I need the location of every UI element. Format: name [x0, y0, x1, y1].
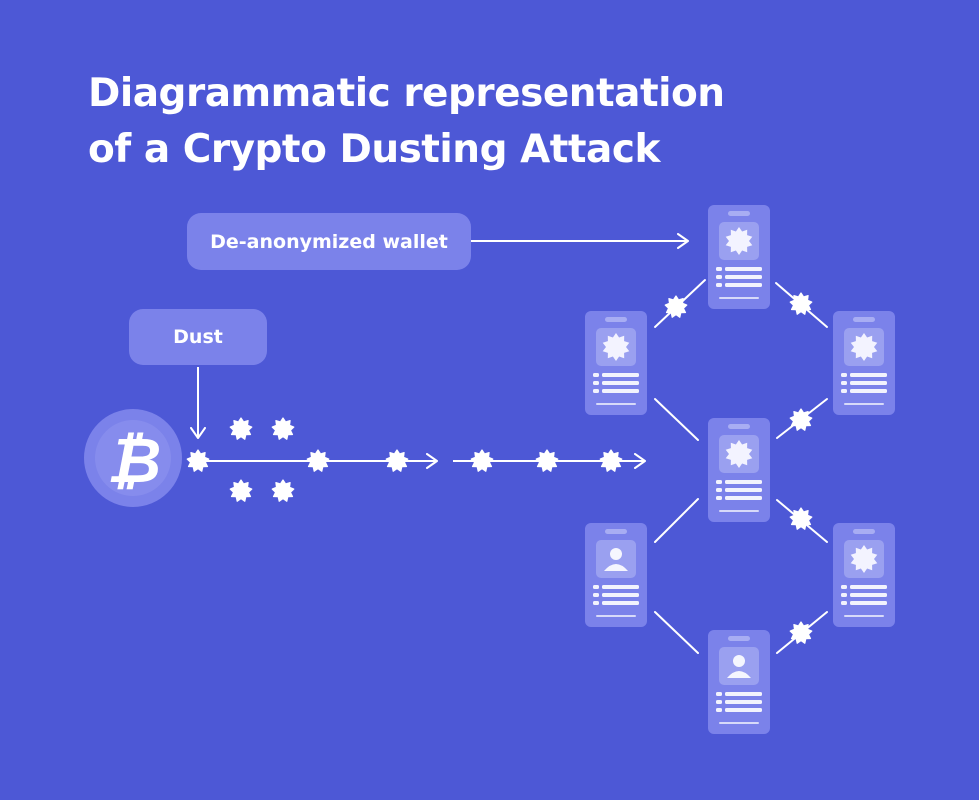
user-avatar-icon	[610, 548, 622, 560]
phone-list-line	[602, 585, 639, 589]
phone-list-bullet	[593, 381, 599, 385]
phone-list-bullet	[716, 480, 722, 484]
starburst-badge-icon	[850, 333, 878, 361]
wallet-phone-icon	[833, 523, 895, 627]
phone-speaker	[853, 317, 875, 322]
dust-particle-icon	[186, 449, 210, 472]
user-avatar-body	[604, 564, 628, 571]
phone-home-bar	[719, 722, 759, 724]
phone-list-bullet	[841, 373, 847, 377]
phone-list-line	[725, 496, 762, 500]
dust-particle-icon	[271, 479, 295, 502]
phone-speaker	[605, 317, 627, 322]
phone-list-bullet	[841, 381, 847, 385]
wallet-phone-icon	[833, 311, 895, 415]
phone-list-bullet	[593, 389, 599, 393]
phone-list-line	[602, 373, 639, 377]
starburst-badge-icon	[850, 545, 878, 573]
phone-list-line	[725, 275, 762, 279]
connector-line	[654, 398, 699, 441]
starburst-badge-icon	[725, 227, 753, 255]
phone-home-bar	[719, 297, 759, 299]
phone-list-bullet	[841, 389, 847, 393]
dust-label: Dust	[129, 309, 267, 365]
phone-speaker	[728, 424, 750, 429]
wallet-phone-icon	[708, 418, 770, 522]
phone-list-bullet	[716, 275, 722, 279]
wallet-phone-icon	[708, 630, 770, 734]
connector-line	[654, 498, 699, 543]
phone-list-line	[850, 373, 887, 377]
wallet-phone-icon	[585, 523, 647, 627]
phone-list-line	[850, 601, 887, 605]
phone-list-line	[725, 283, 762, 287]
phone-list-bullet	[716, 700, 722, 704]
phone-list-bullet	[716, 283, 722, 287]
page-title: Diagrammatic representation of a Crypto …	[88, 66, 848, 178]
user-avatar-icon	[733, 655, 745, 667]
phone-list-bullet	[716, 496, 722, 500]
dust-particle-icon	[535, 449, 559, 472]
connector-line	[654, 611, 699, 654]
phone-list-bullet	[841, 585, 847, 589]
phone-list-bullet	[716, 708, 722, 712]
user-avatar-body	[727, 671, 751, 678]
starburst-badge-icon	[725, 440, 753, 468]
phone-list-line	[850, 381, 887, 385]
phone-home-bar	[719, 510, 759, 512]
phone-list-bullet	[593, 585, 599, 589]
phone-list-line	[725, 700, 762, 704]
dust-particle-icon	[599, 449, 623, 472]
phone-list-bullet	[716, 488, 722, 492]
phone-list-bullet	[593, 601, 599, 605]
phone-list-bullet	[593, 373, 599, 377]
dust-particle-icon	[789, 408, 813, 431]
wallet-phone-icon	[708, 205, 770, 309]
title-line-1: Diagrammatic representation	[88, 71, 725, 116]
phone-home-bar	[596, 403, 636, 405]
phone-home-bar	[596, 615, 636, 617]
phone-list-line	[602, 389, 639, 393]
phone-list-line	[602, 381, 639, 385]
phone-list-line	[850, 585, 887, 589]
phone-list-line	[725, 480, 762, 484]
dust-particle-icon	[789, 507, 813, 530]
dust-particle-icon	[664, 295, 688, 318]
dust-particle-icon	[789, 621, 813, 644]
phone-speaker	[728, 211, 750, 216]
phone-list-line	[850, 593, 887, 597]
phone-list-line	[725, 488, 762, 492]
dust-particle-icon	[470, 449, 494, 472]
bitcoin-icon: ₿	[84, 409, 182, 507]
dust-particle-icon	[306, 449, 330, 472]
dust-particle-icon	[789, 292, 813, 315]
phone-list-line	[602, 593, 639, 597]
phone-list-line	[850, 389, 887, 393]
phone-speaker	[605, 529, 627, 534]
wallet-phone-icon	[585, 311, 647, 415]
dust-particle-icon	[385, 449, 409, 472]
phone-list-line	[725, 267, 762, 271]
phone-list-line	[725, 708, 762, 712]
dust-particle-icon	[229, 479, 253, 502]
phone-list-bullet	[593, 593, 599, 597]
dust-particle-icon	[229, 417, 253, 440]
svg-text:₿: ₿	[107, 424, 161, 497]
phone-list-bullet	[841, 593, 847, 597]
phone-home-bar	[844, 615, 884, 617]
phone-list-line	[602, 601, 639, 605]
phone-speaker	[728, 636, 750, 641]
phone-list-line	[725, 692, 762, 696]
title-line-2: of a Crypto Dusting Attack	[88, 127, 660, 172]
phone-list-bullet	[841, 601, 847, 605]
starburst-badge-icon	[602, 333, 630, 361]
phone-home-bar	[844, 403, 884, 405]
dust-particle-icon	[271, 417, 295, 440]
phone-speaker	[853, 529, 875, 534]
phone-list-bullet	[716, 692, 722, 696]
phone-list-bullet	[716, 267, 722, 271]
de-anonymized-wallet-label: De-anonymized wallet	[187, 213, 471, 270]
